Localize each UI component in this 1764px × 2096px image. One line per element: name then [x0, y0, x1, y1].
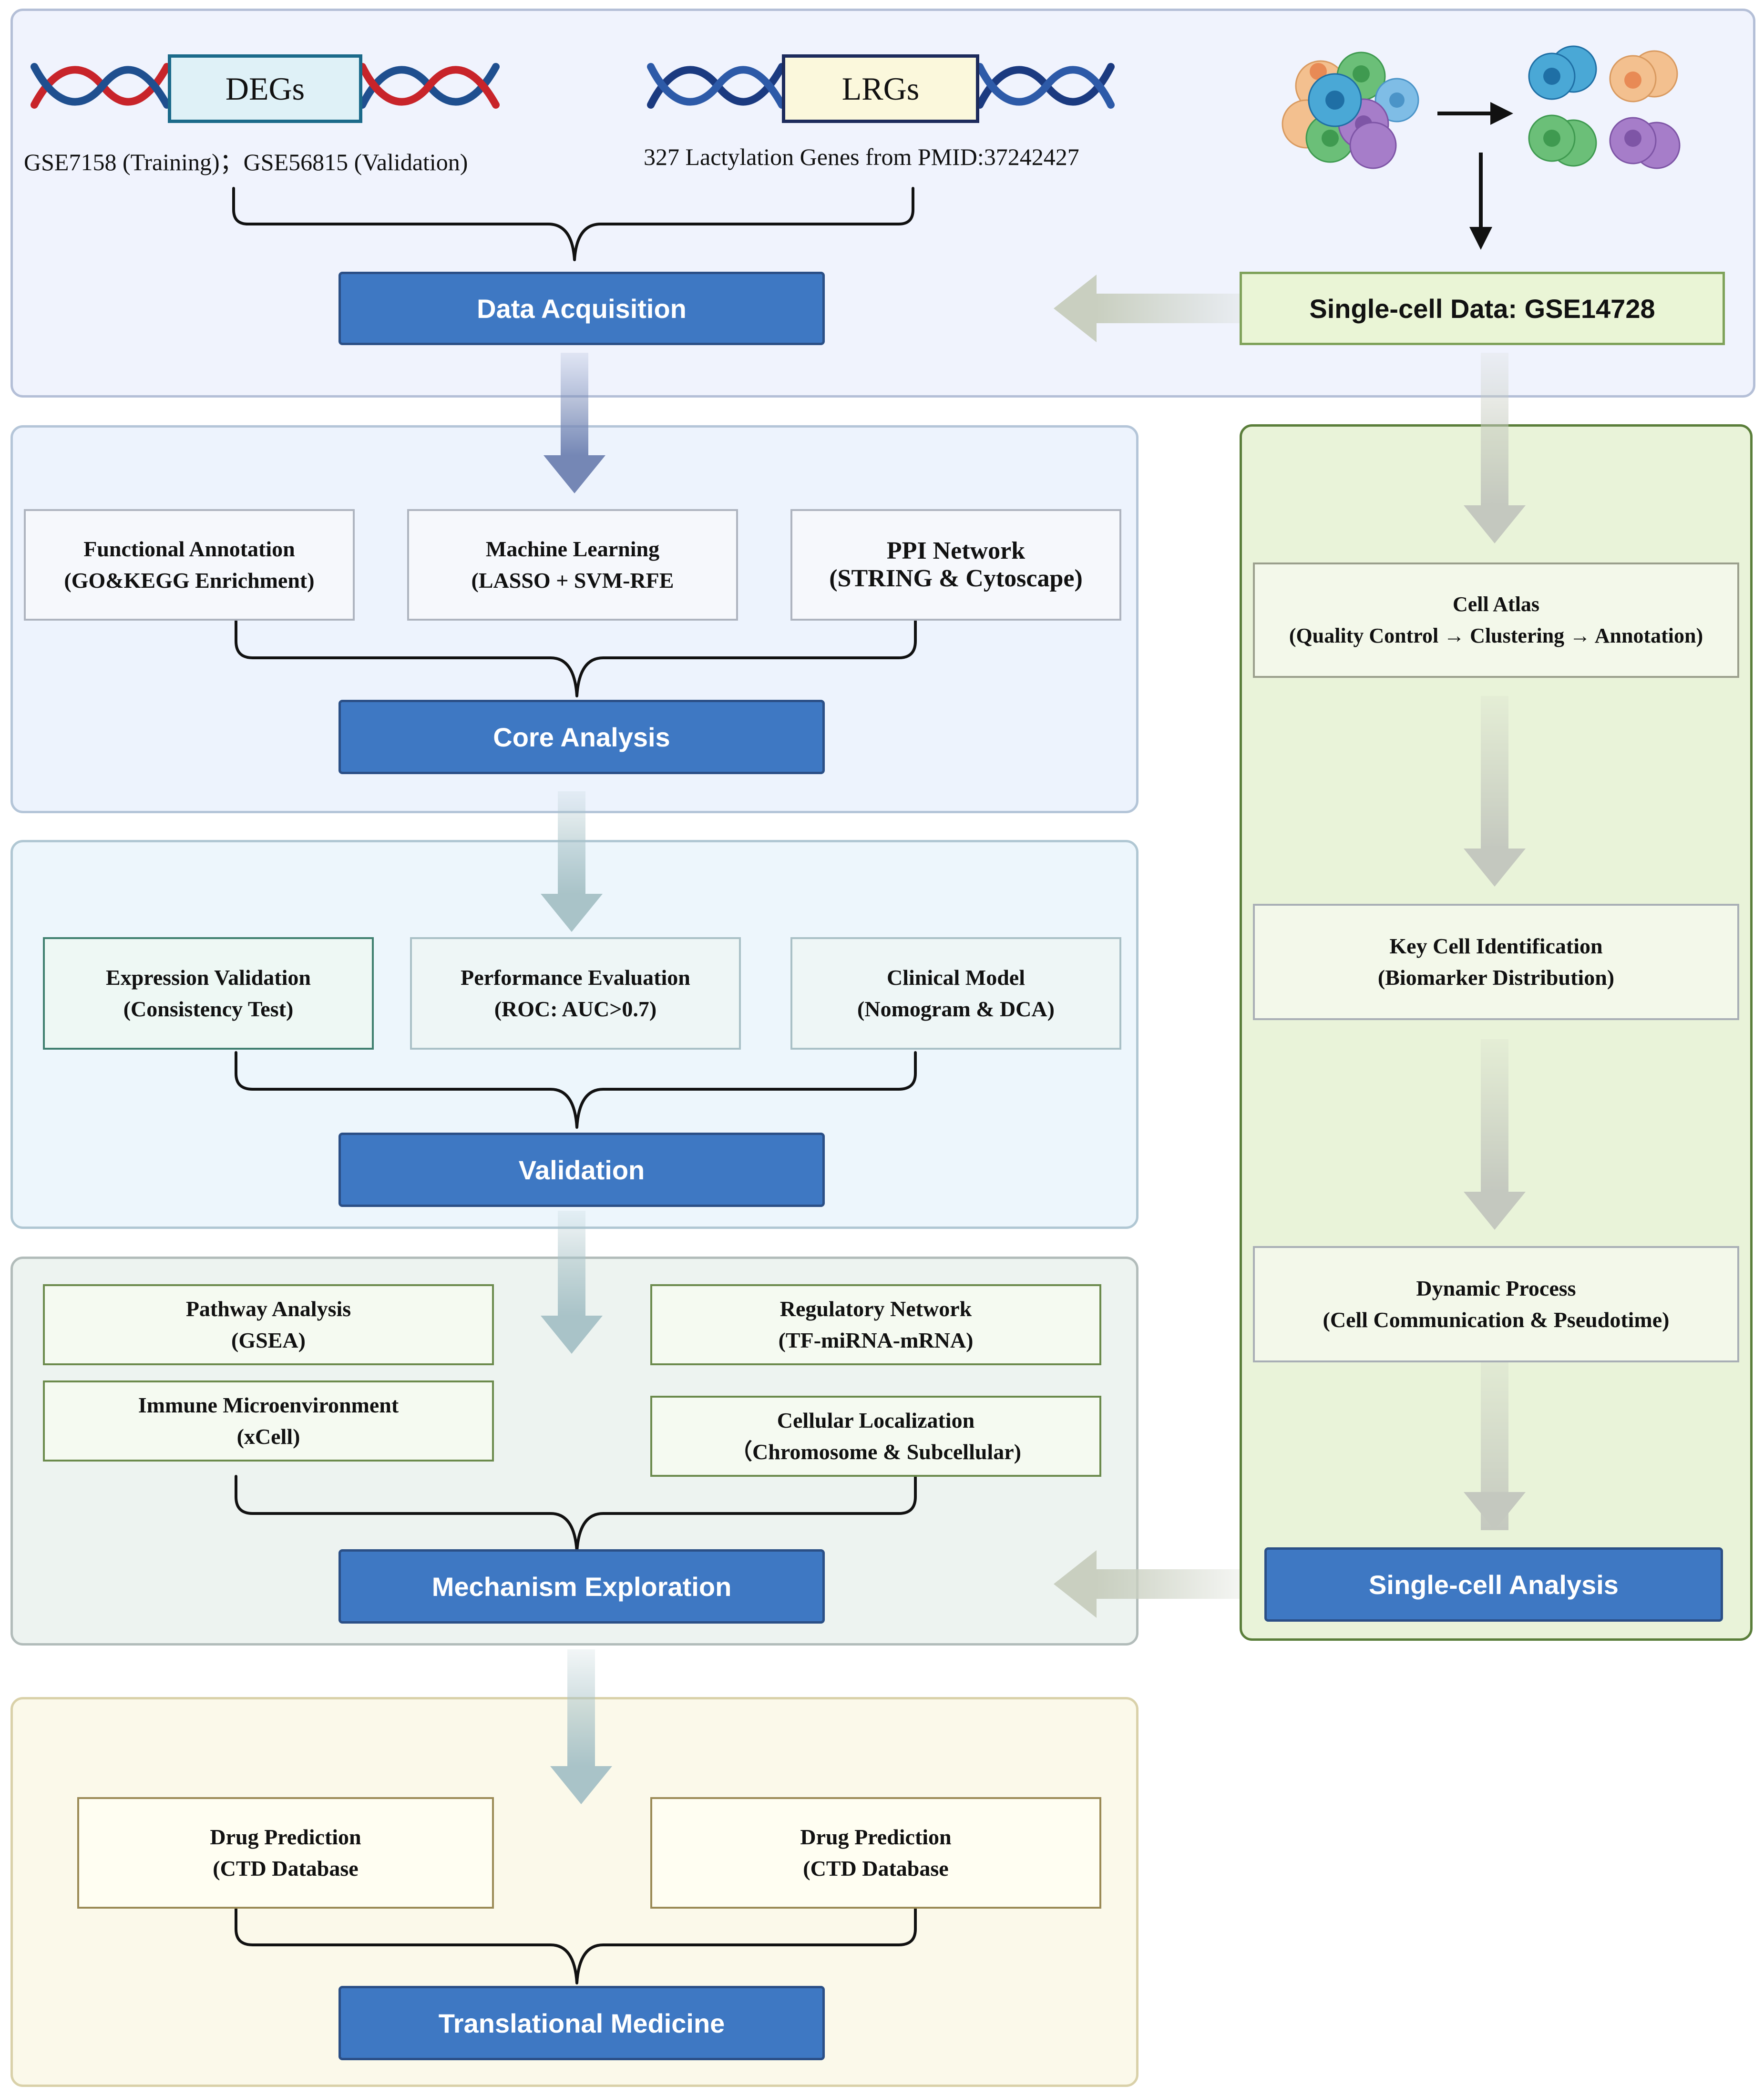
box-subtitle: （Chromosome & Subcellular): [730, 1440, 1021, 1464]
box-title: Cell Atlas: [1452, 593, 1540, 616]
box-subtitle: (ROC: AUC>0.7): [494, 997, 657, 1021]
cell-cluster-icon: [1282, 51, 1419, 169]
flow-arrow: [1464, 353, 1526, 543]
box-title: Machine Learning: [485, 537, 660, 561]
degs-source-text: GSE7158 (Training)；GSE56815 (Validation): [24, 149, 468, 175]
box-subtitle: (Nomogram & DCA): [857, 997, 1055, 1021]
drug-prediction-box: Drug Prediction (CTD Database: [77, 1797, 494, 1909]
box-title: Functional Annotation: [83, 537, 295, 561]
box-title: Cellular Localization: [777, 1408, 975, 1432]
lrgs-source-text: 327 Lactylation Genes from PMID:37242427: [644, 143, 1079, 170]
box-subtitle: (Biomarker Distribution): [1377, 965, 1615, 990]
data-acquisition-header: Data Acquisition: [338, 272, 825, 345]
single-cell-analysis-header: Single-cell Analysis: [1264, 1547, 1723, 1622]
box-subtitle: (STRING & Cytoscape): [829, 565, 1083, 592]
immune-microenvironment-box: Immune Microenvironment (xCell): [43, 1380, 494, 1462]
regulatory-network-box: Regulatory Network (TF-miRNA-mRNA): [650, 1284, 1101, 1365]
box-title: Performance Evaluation: [461, 965, 690, 990]
flow-arrow: [541, 1211, 603, 1354]
flow-arrow: [1464, 1039, 1526, 1230]
lrgs-tag: LRGs: [782, 54, 979, 123]
cellular-localization-box: Cellular Localization （Chromosome & Subc…: [650, 1396, 1101, 1477]
mechanism-exploration-header: Mechanism Exploration: [338, 1549, 825, 1624]
box-subtitle: (Quality Control → Clustering → Annotati…: [1289, 624, 1703, 647]
box-title: Expression Validation: [106, 965, 311, 990]
box-title: Drug Prediction: [800, 1825, 952, 1849]
box-subtitle: (Cell Communication & Pseudotime): [1323, 1308, 1670, 1332]
box-subtitle: (TF-miRNA-mRNA): [778, 1328, 974, 1352]
flow-arrow: [1054, 275, 1240, 342]
ppi-network-box: PPI Network (STRING & Cytoscape): [790, 509, 1121, 621]
dna-helix-icon: [647, 63, 1115, 109]
key-cell-identification-box: Key Cell Identification (Biomarker Distr…: [1253, 904, 1739, 1020]
drug-prediction-box: Drug Prediction (CTD Database: [650, 1797, 1101, 1909]
cell-atlas-box: Cell Atlas (Quality Control → Clustering…: [1253, 562, 1739, 678]
flow-arrow: [541, 791, 603, 932]
box-subtitle: (CTD Database: [213, 1856, 359, 1881]
box-title: Drug Prediction: [210, 1825, 361, 1849]
flow-arrow: [550, 1649, 612, 1804]
box-subtitle: (Consistency Test): [123, 997, 294, 1021]
box-subtitle: (GO&KEGG Enrichment): [64, 568, 315, 593]
functional-annotation-box: Functional Annotation (GO&KEGG Enrichmen…: [24, 509, 355, 621]
pathway-analysis-box: Pathway Analysis (GSEA): [43, 1284, 494, 1365]
flow-arrow: [1054, 1550, 1240, 1618]
box-title: Clinical Model: [886, 965, 1026, 990]
performance-evaluation-box: Performance Evaluation (ROC: AUC>0.7): [410, 937, 741, 1050]
machine-learning-box: Machine Learning (LASSO + SVM-RFE: [407, 509, 738, 621]
box-subtitle: (CTD Database: [803, 1856, 949, 1881]
flow-arrow: [1464, 696, 1526, 887]
single-cell-data-header: Single-cell Data: GSE14728: [1240, 272, 1725, 345]
sorted-cells-icon: [1528, 45, 1681, 169]
degs-tag: DEGs: [168, 54, 362, 123]
flow-arrow: [544, 353, 605, 493]
validation-header: Validation: [338, 1133, 825, 1207]
box-title: PPI Network: [886, 537, 1026, 564]
box-subtitle: (GSEA): [231, 1328, 306, 1352]
translational-medicine-header: Translational Medicine: [338, 1986, 825, 2060]
clinical-model-box: Clinical Model (Nomogram & DCA): [790, 937, 1121, 1050]
expression-validation-box: Expression Validation (Consistency Test): [43, 937, 374, 1050]
flow-arrow: [1464, 1344, 1526, 1530]
core-analysis-header: Core Analysis: [338, 700, 825, 774]
dna-helix-icon: [31, 63, 500, 109]
box-title: Dynamic Process: [1416, 1276, 1576, 1300]
box-title: Key Cell Identification: [1389, 934, 1603, 958]
dynamic-process-box: Dynamic Process (Cell Communication & Ps…: [1253, 1246, 1739, 1362]
box-title: Immune Microenvironment: [138, 1393, 399, 1417]
box-title: Regulatory Network: [779, 1297, 972, 1321]
box-subtitle: (xCell): [236, 1424, 300, 1449]
box-subtitle: (LASSO + SVM-RFE: [471, 568, 674, 593]
box-title: Pathway Analysis: [185, 1297, 351, 1321]
